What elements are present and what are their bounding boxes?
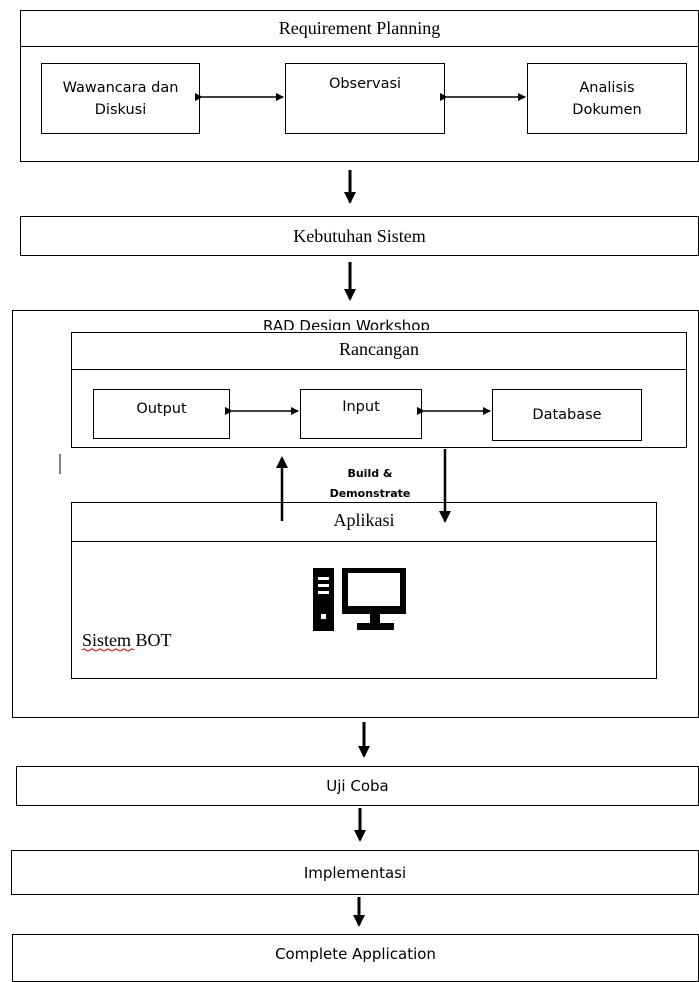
sistem-bot-text: Sistem BOT <box>82 630 172 650</box>
node-analisis-label: Analisis Dokumen <box>572 79 642 118</box>
node-database: Database <box>492 389 642 441</box>
requirement-planning-title-bar <box>20 10 699 47</box>
node-output-label: Output <box>136 401 187 417</box>
sistem-bot-label: Sistem BOT <box>82 629 172 651</box>
implementasi-box: Implementasi <box>11 850 699 895</box>
uji-coba-label: Uji Coba <box>326 777 389 795</box>
node-observasi: Observasi <box>285 63 445 134</box>
rad-workshop-title: RAD Design Workshop <box>262 317 431 330</box>
spellcheck-underline <box>81 648 135 652</box>
node-wawancara-label: Wawancara dan Diskusi <box>62 79 179 118</box>
kebutuhan-sistem-label: Kebutuhan Sistem <box>293 225 426 246</box>
node-database-label: Database <box>532 407 602 423</box>
node-input-label: Input <box>342 399 380 415</box>
uji-coba-box: Uji Coba <box>16 766 699 806</box>
rancangan-title-bar <box>71 332 687 370</box>
node-input: Input <box>300 389 422 439</box>
implementasi-label: Implementasi <box>303 863 407 882</box>
requirement-planning-title: Requirement Planning <box>278 18 441 38</box>
build-demonstrate-label: Build & Demonstrate <box>329 467 411 500</box>
kebutuhan-sistem-box: Kebutuhan Sistem <box>20 216 699 256</box>
node-observasi-label: Observasi <box>328 76 402 92</box>
node-analisis: Analisis Dokumen <box>527 63 687 134</box>
node-output: Output <box>93 389 230 439</box>
aplikasi-title: Aplikasi <box>333 509 395 530</box>
rancangan-title: Rancangan <box>339 338 419 359</box>
complete-application-label: Complete Application <box>275 945 436 963</box>
aplikasi-title-bar <box>71 502 657 542</box>
computer-icon <box>313 568 406 631</box>
